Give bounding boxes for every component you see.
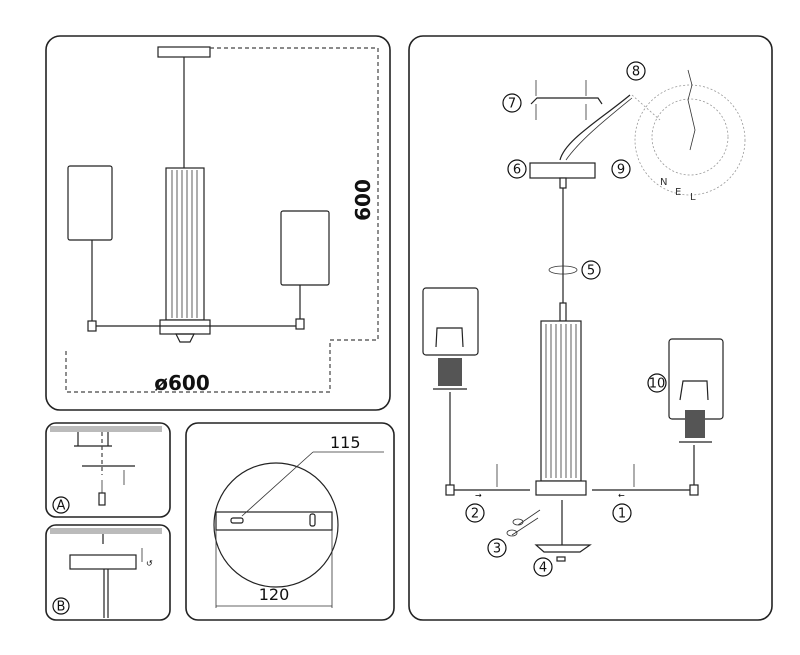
detail-b-label: B <box>57 600 66 615</box>
callout-5: 5 <box>587 264 595 279</box>
live-label: L <box>690 192 696 203</box>
dimensions-panel: 600 ø600 <box>45 35 391 411</box>
lamp-shade-right <box>280 210 330 286</box>
height-dimension: 600 <box>351 179 375 221</box>
svg-text:→: → <box>475 491 482 500</box>
hole-spacing-dimension: 115 <box>330 433 361 452</box>
plate-width-dimension: 120 <box>259 585 290 604</box>
mounting-plate-panel: 115 120 <box>185 422 395 621</box>
callout-9: 9 <box>617 163 625 178</box>
callouts: 1 2 3 4 5 6 7 8 9 10 <box>465 61 667 577</box>
detail-a-label: A <box>57 499 66 514</box>
detail-b-panel: ↺ B <box>45 524 171 621</box>
callout-3: 3 <box>493 542 501 557</box>
callout-8: 8 <box>632 65 640 80</box>
assembly-panel: N E L → ← <box>408 35 773 621</box>
callout-4: 4 <box>539 561 547 576</box>
callout-10: 10 <box>649 377 666 392</box>
callout-7: 7 <box>508 97 516 112</box>
callout-1: 1 <box>618 507 626 522</box>
svg-text:↺: ↺ <box>146 559 153 568</box>
lamp-shade-left <box>67 165 113 241</box>
callout-6: 6 <box>513 163 521 178</box>
neutral-label: N <box>660 177 667 188</box>
callout-2: 2 <box>471 507 479 522</box>
diameter-dimension: ø600 <box>154 371 210 395</box>
canopy-outline <box>213 462 339 588</box>
svg-text:←: ← <box>618 491 625 500</box>
earth-label: E <box>675 187 681 198</box>
detail-a-panel: A <box>45 422 171 518</box>
